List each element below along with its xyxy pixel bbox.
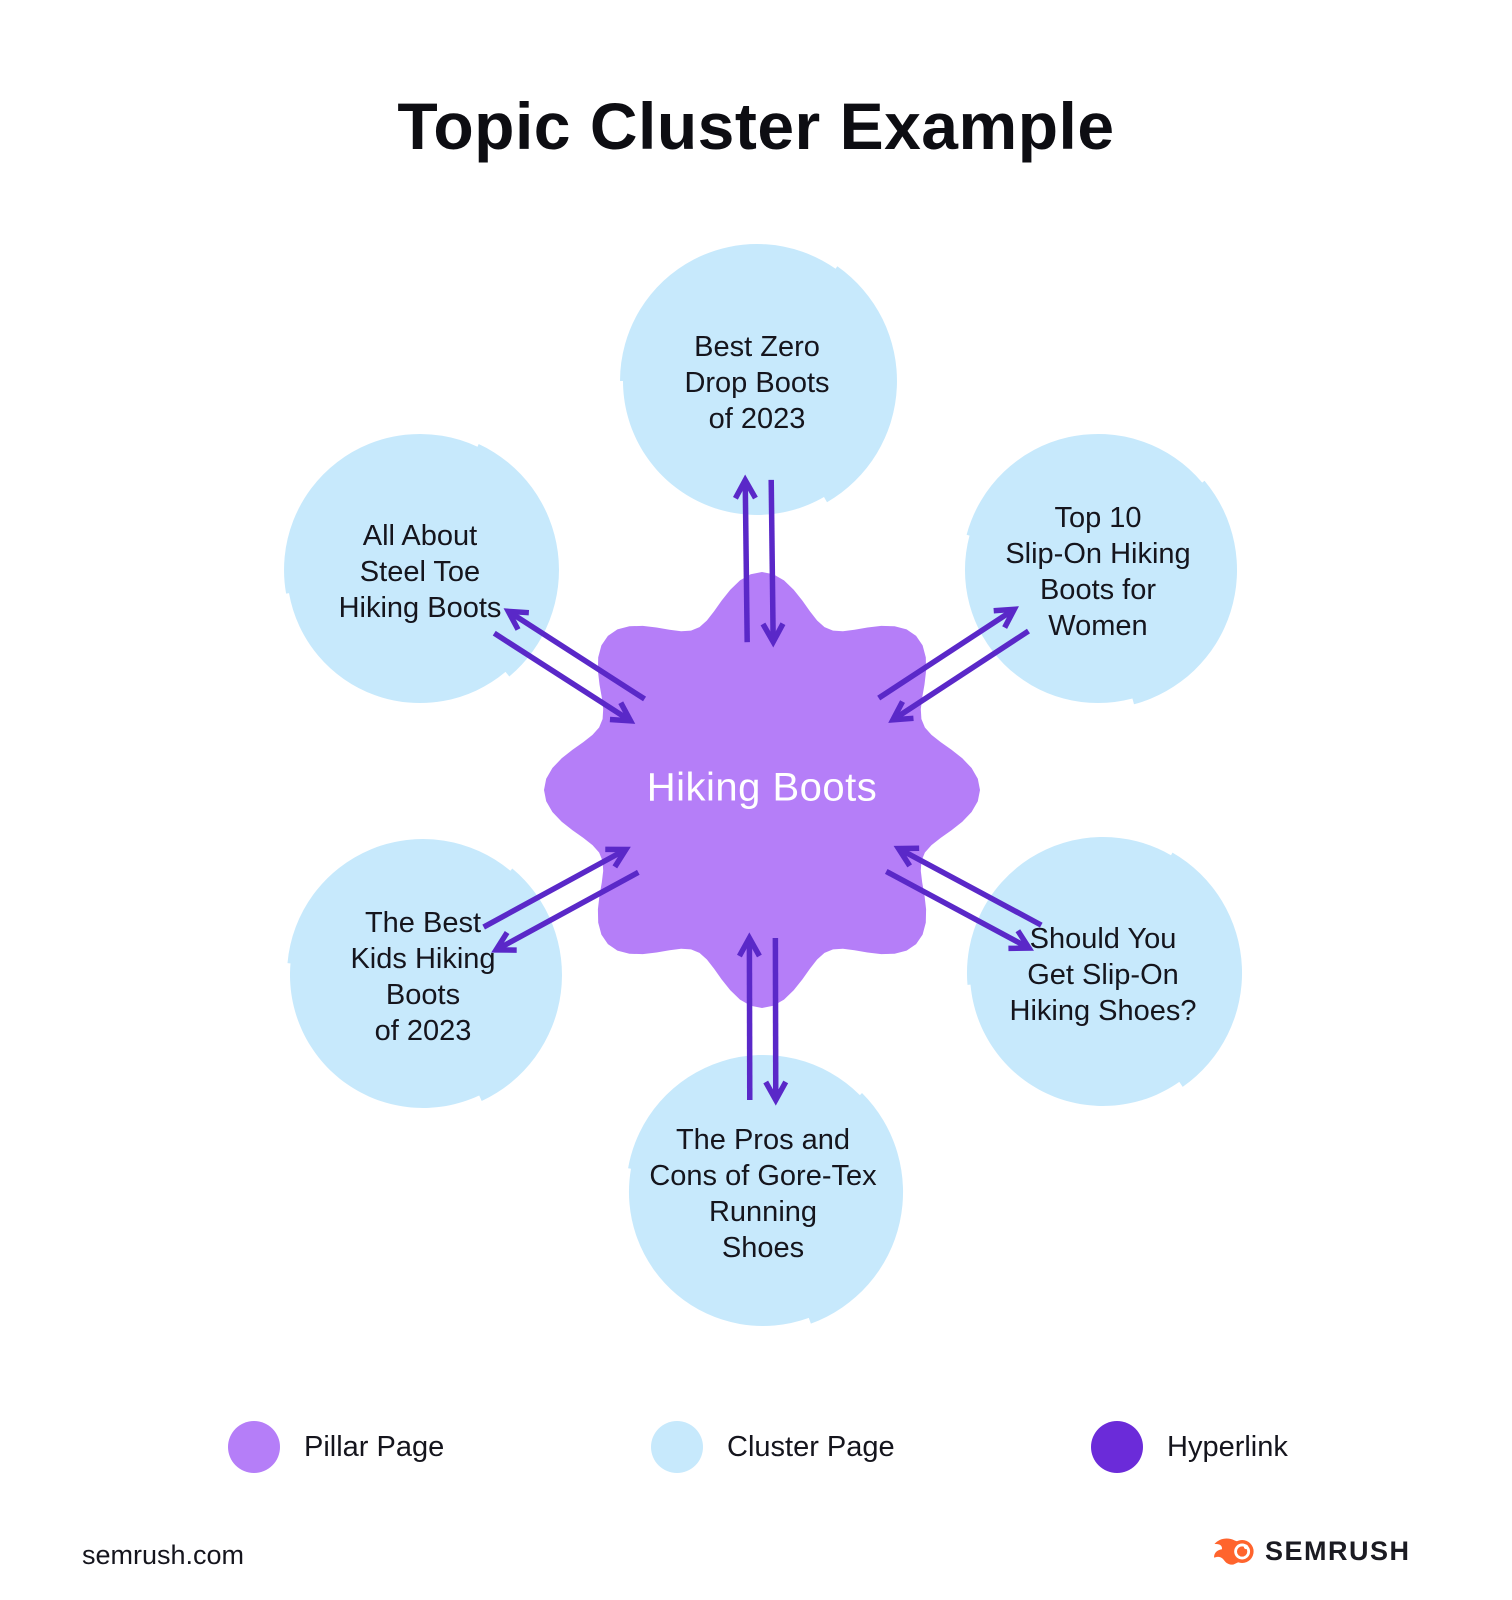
- legend-item-cluster-page: Cluster Page: [651, 1421, 895, 1473]
- hyperlink-arrows-lower-right: [884, 845, 1043, 952]
- cluster-label-top: Best Zero Drop Boots of 2023: [684, 331, 830, 435]
- source-url: semrush.com: [82, 1540, 245, 1570]
- cluster-page-circle-lower-left: [287, 838, 562, 1108]
- cluster-label-lower-right: Should You Get Slip-On Hiking Shoes?: [1009, 923, 1197, 1027]
- cluster-page-circle-top: [620, 244, 897, 515]
- cluster-page-circle-bottom: [628, 1054, 904, 1326]
- semrush-wordmark: SEMRUSH: [1265, 1536, 1411, 1566]
- hyperlink-arrows-top: [733, 474, 786, 648]
- hyperlink-legend-dot: [1091, 1421, 1143, 1473]
- hyperlink-arrows-upper-right: [877, 606, 1030, 723]
- cluster-page-circle-lower-right: [966, 836, 1243, 1106]
- cluster-label-upper-left: All About Steel Toe Hiking Boots: [338, 520, 502, 624]
- pillar-page-legend-dot: [228, 1421, 280, 1473]
- cluster-page-legend-dot: [651, 1421, 703, 1473]
- cluster-label-bottom: The Pros and Cons of Gore-Tex Running Sh…: [649, 1124, 877, 1264]
- legend-label: Cluster Page: [727, 1430, 895, 1463]
- page-title: Topic Cluster Example: [397, 89, 1115, 163]
- semrush-flame-icon: [1214, 1538, 1254, 1565]
- hyperlink-arrows-lower-left: [482, 846, 640, 953]
- cluster-label-upper-right: Top 10 Slip-On Hiking Boots for Women: [1005, 502, 1191, 642]
- cluster-page-circle-upper-left: [284, 433, 559, 704]
- cluster-page-circle-upper-right: [964, 433, 1238, 705]
- hyperlink-arrows-upper-left: [492, 608, 647, 724]
- legend-label: Pillar Page: [304, 1430, 445, 1463]
- pillar-page-shape: [544, 572, 980, 1008]
- semrush-logo: SEMRUSH: [1212, 1536, 1411, 1567]
- legend-item-pillar-page: Pillar Page: [228, 1421, 444, 1473]
- legend-item-hyperlink: Hyperlink: [1091, 1421, 1288, 1473]
- pillar-page-label: Hiking Boots: [646, 765, 878, 810]
- cluster-label-lower-left: The Best Kids Hiking Boots of 2023: [350, 907, 496, 1047]
- legend-label: Hyperlink: [1167, 1430, 1288, 1463]
- hyperlink-arrows-bottom: [737, 932, 789, 1106]
